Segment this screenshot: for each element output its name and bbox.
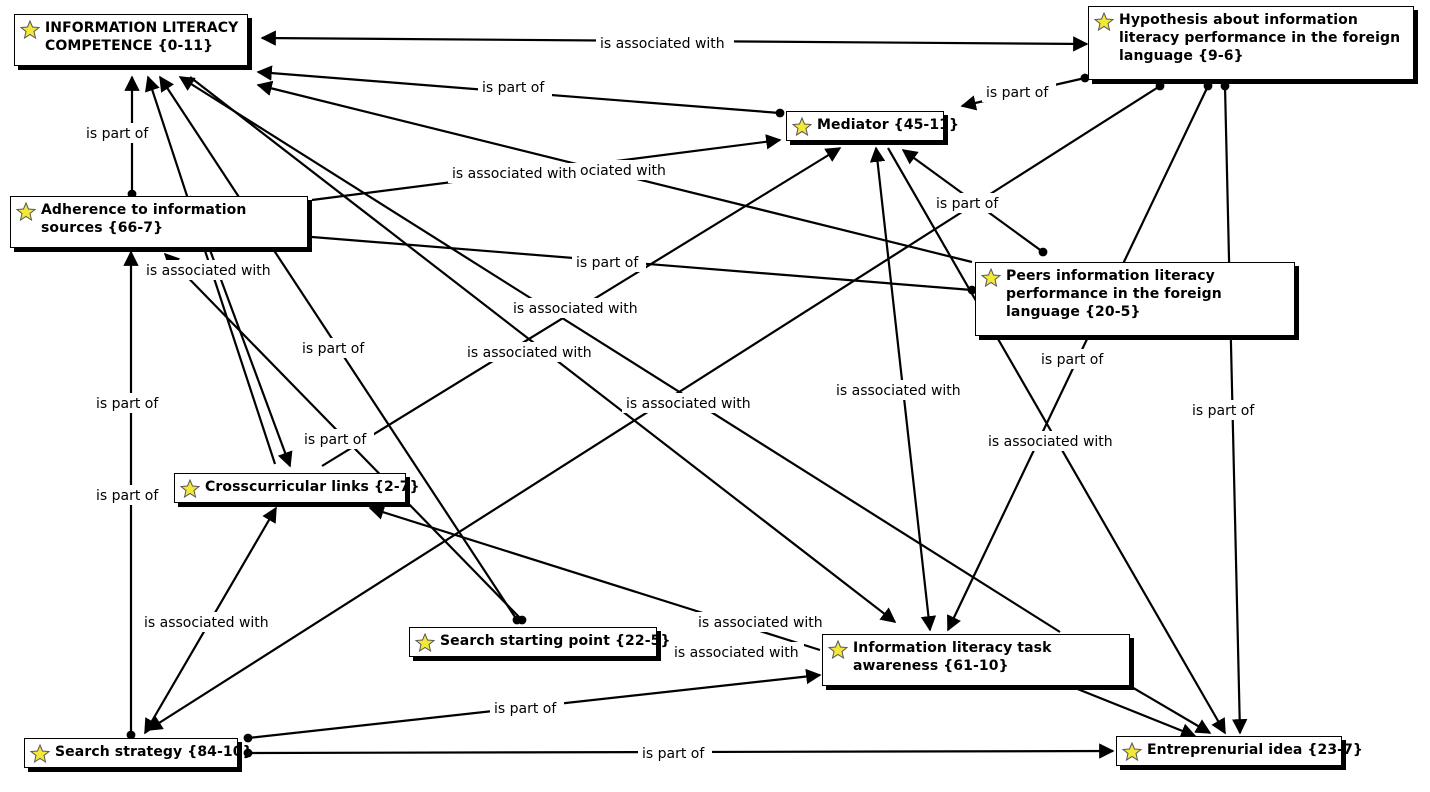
node-label: INFORMATION LITERACY COMPETENCE {0-11} [45, 20, 239, 54]
node-label: Peers information literacy performance i… [1006, 268, 1222, 320]
concept-star-icon [1094, 12, 1114, 32]
label-hyp-ss: is associated with [626, 396, 751, 412]
node-label: Entreprenurial idea {23-7} [1147, 742, 1364, 758]
label-ssp-adh: is part of [304, 432, 367, 448]
concept-star-icon [180, 479, 200, 499]
label-ss-adh: is part of [96, 396, 159, 412]
node-search-strategy[interactable]: Search strategy {84-10} [24, 738, 253, 768]
label-hyp-med: is part of [986, 85, 1049, 101]
node-mediator[interactable]: Mediator {45-11} [786, 111, 959, 141]
node-crosscurricular-links[interactable]: Crosscurricular links {2-7} [174, 473, 420, 503]
label-ilta-med: is associated with [836, 383, 961, 399]
node-label: Information literacy task awareness {61-… [853, 640, 1052, 674]
label-adh-ilc: is part of [86, 126, 149, 142]
label-adh-peers: is part of [576, 255, 639, 271]
edge-ilta-ent-2[interactable] [1074, 686, 1197, 739]
node-label: Crosscurricular links {2-7} [205, 479, 420, 495]
label-ss-ilc: is part of [96, 488, 159, 504]
concept-star-icon [792, 117, 812, 137]
node-search-starting-point[interactable]: Search starting point {22-5} [409, 627, 670, 657]
label-ilta-cross: is associated with [698, 615, 823, 631]
label-ilc-ilta: is associated with [467, 345, 592, 361]
label-peers-med: is part of [936, 196, 999, 212]
label-cross-med: is associated with [513, 301, 638, 317]
concept-star-icon [415, 633, 435, 653]
label-med-ilc: is part of [482, 80, 545, 96]
label-peers-ilta: is part of [1041, 352, 1104, 368]
label-hyp-ent: is part of [1192, 403, 1255, 419]
node-entrepreneurial-idea[interactable]: Entreprenurial idea {23-7} [1116, 736, 1363, 766]
edge-ilta-ent[interactable] [1129, 685, 1212, 734]
node-information-literacy-task-awareness[interactable]: Information literacy task awareness {61-… [822, 634, 1130, 686]
label-cross-ss: is associated with [144, 615, 269, 631]
node-label: Adherence to information sources {66-7} [41, 202, 247, 236]
node-hypothesis[interactable]: Hypothesis about information literacy pe… [1088, 6, 1414, 80]
node-label: Search strategy {84-10} [55, 744, 253, 760]
node-label: Hypothesis about information literacy pe… [1119, 12, 1401, 64]
label-hyp-ilc: is associated with [600, 36, 725, 52]
label-adh-med: is associated with [452, 166, 577, 182]
node-label: Mediator {45-11} [817, 117, 960, 133]
label-ss-ilta: is part of [494, 701, 557, 717]
label-ss-ent: is part of [642, 746, 705, 762]
concept-star-icon [828, 640, 848, 660]
label-adh-cross: is associated with [146, 263, 271, 279]
label-peers-ilc: ociated with [580, 163, 666, 179]
concept-star-icon [30, 744, 50, 764]
node-adherence[interactable]: Adherence to information sources {66-7} [10, 196, 308, 248]
concept-star-icon [1122, 742, 1142, 762]
label-ssp-ilc: is part of [302, 341, 365, 357]
concept-star-icon [981, 268, 1001, 288]
label-med-ent: is associated with [988, 434, 1113, 450]
edge-labels: is associated with is part of is part of… [82, 33, 1262, 763]
node-information-literacy-competence[interactable]: INFORMATION LITERACY COMPETENCE {0-11} [14, 14, 248, 66]
node-label: Search starting point {22-5} [440, 633, 671, 649]
concept-star-icon [20, 20, 40, 40]
label-ilta-ilc: is associated with [674, 645, 799, 661]
node-peers[interactable]: Peers information literacy performance i… [975, 262, 1295, 336]
concept-star-icon [16, 202, 36, 222]
